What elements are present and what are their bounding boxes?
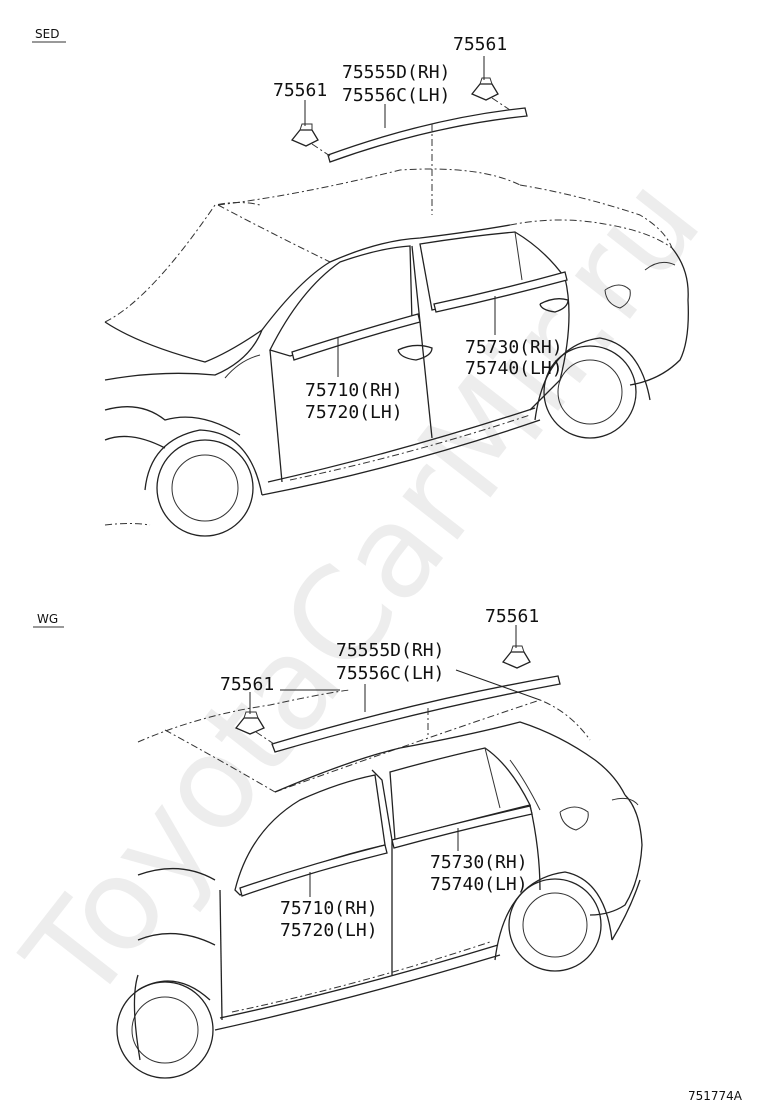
wagon-clip-right-icon: [501, 645, 531, 669]
wagon-car-body: [116, 689, 643, 1079]
leader: [255, 731, 275, 745]
wg-label-clip-left: 75561: [220, 674, 274, 695]
wg-label-roof-lh: 75556C(LH): [336, 663, 444, 684]
sed-label-front-rh: 75710(RH): [305, 380, 403, 401]
sedan-roof-molding: [327, 107, 528, 163]
sedan-clip-right-icon: [470, 77, 499, 101]
section-tag-sed: SED: [35, 27, 59, 41]
sed-label-clip-right: 75561: [453, 34, 507, 55]
wg-label-rear-rh: 75730(RH): [430, 852, 528, 873]
sedan-section: SED: [32, 27, 689, 537]
sedan-car-body: [104, 168, 689, 537]
wagon-front-door-belt-molding: [239, 844, 388, 897]
leader: [491, 97, 511, 111]
sedan-clip-left-icon: [290, 123, 319, 147]
figure-code: 751774A: [688, 1089, 743, 1103]
wg-label-front-lh: 75720(LH): [280, 920, 378, 941]
wagon-section: WG: [33, 606, 643, 1079]
wg-label-clip-right: 75561: [485, 606, 539, 627]
section-tag-wg: WG: [37, 612, 58, 626]
wagon-clip-left-icon: [234, 711, 265, 735]
sed-label-rear-lh: 75740(LH): [465, 358, 563, 379]
leader: [455, 669, 541, 701]
wg-label-front-rh: 75710(RH): [280, 898, 378, 919]
wagon-rear-door-belt-molding: [391, 805, 533, 849]
sed-label-roof-rh: 75555D(RH): [342, 62, 450, 83]
sedan-front-door-belt-molding: [291, 313, 421, 361]
wg-label-rear-lh: 75740(LH): [430, 874, 528, 895]
leader: [311, 143, 331, 157]
wagon-roof-rail-molding: [271, 675, 561, 753]
sed-label-clip-left: 75561: [273, 80, 327, 101]
sedan-rear-door-belt-molding: [433, 271, 568, 313]
sed-label-roof-lh: 75556C(LH): [342, 85, 450, 106]
wg-label-roof-rh: 75555D(RH): [336, 640, 444, 661]
sed-label-rear-rh: 75730(RH): [465, 337, 563, 358]
sed-label-front-lh: 75720(LH): [305, 402, 403, 423]
